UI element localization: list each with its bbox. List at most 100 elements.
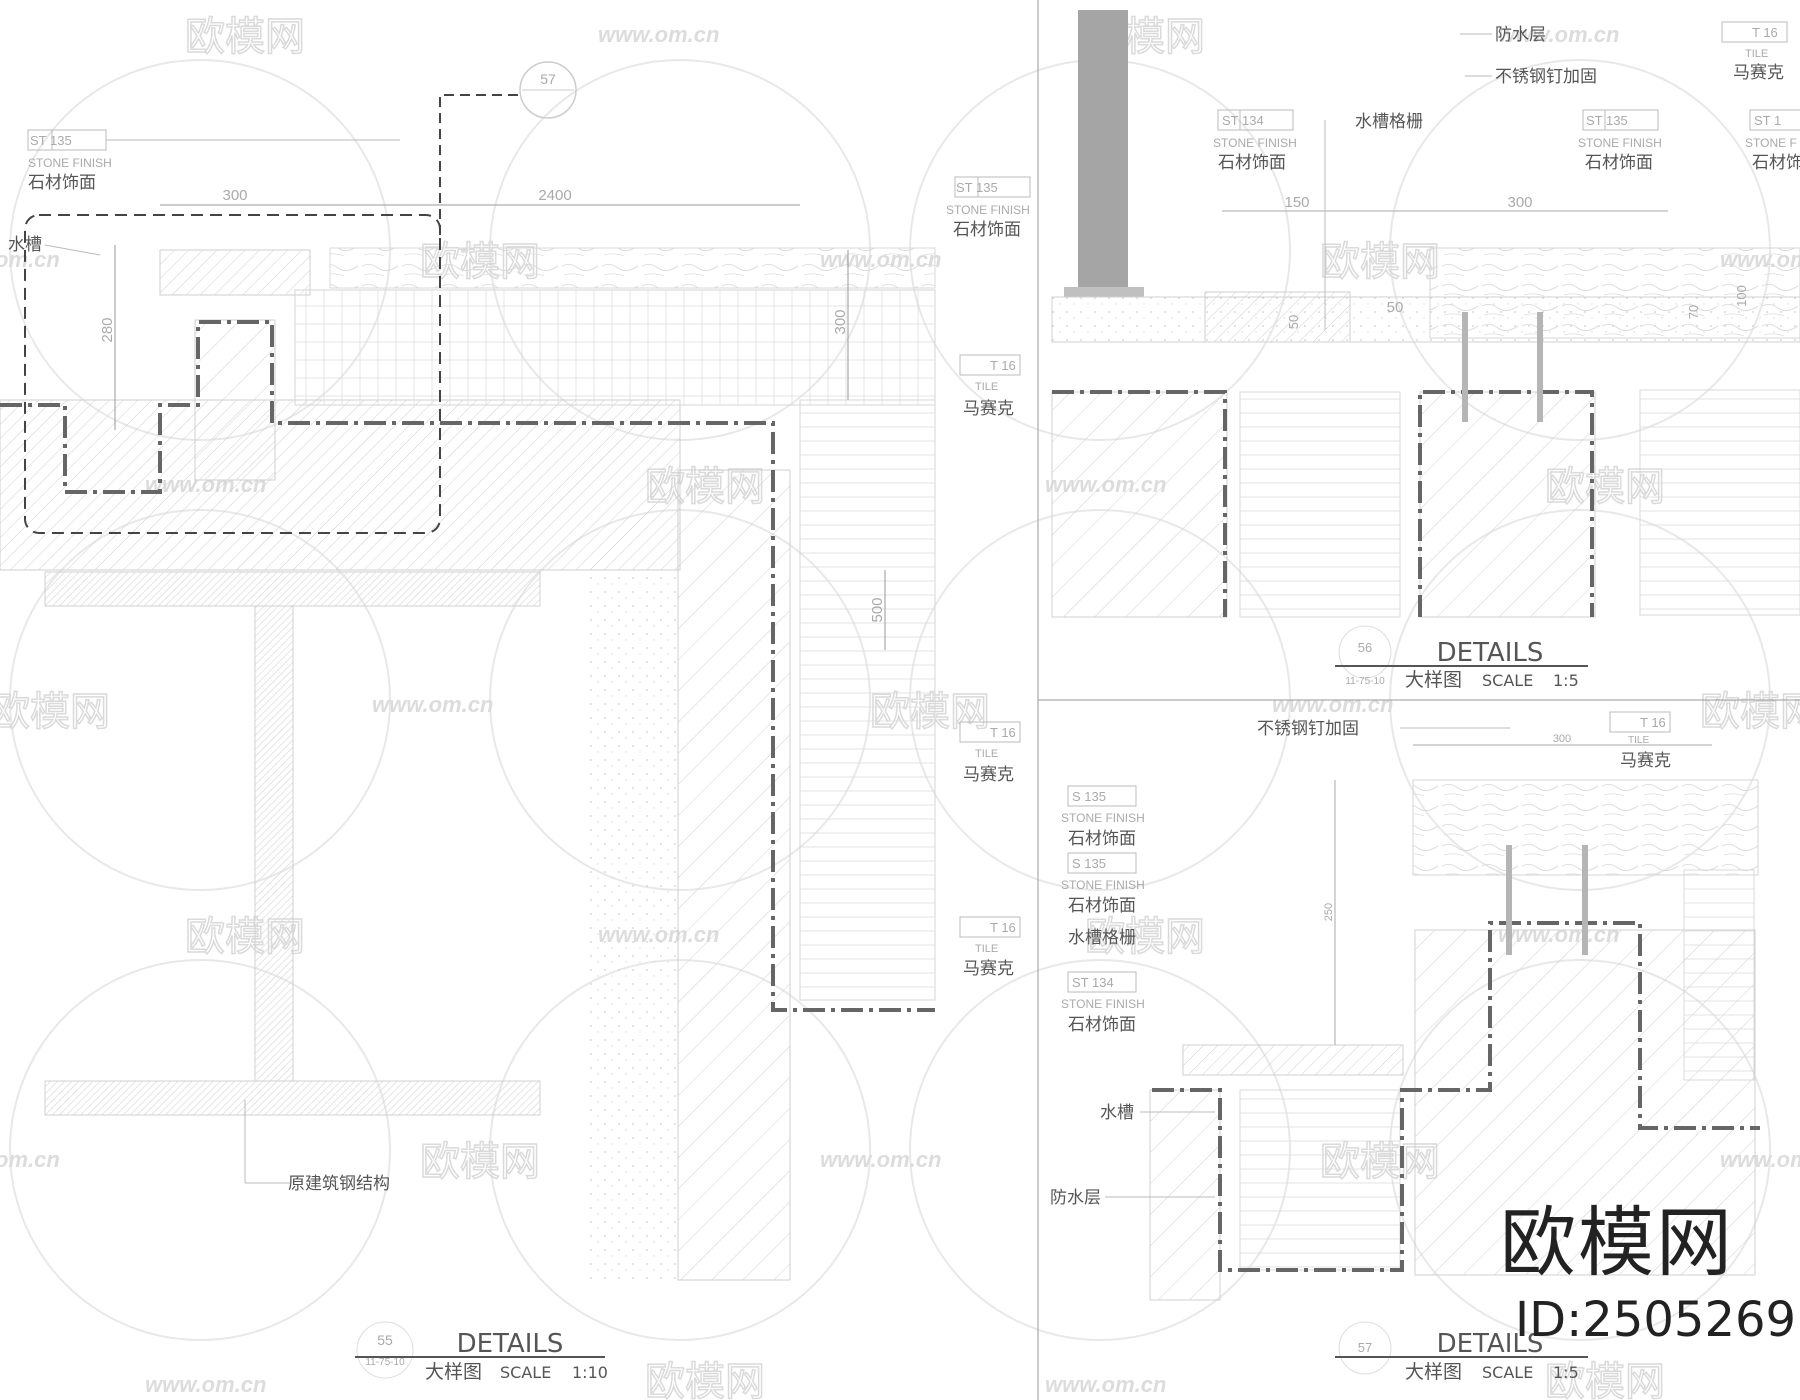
watermark-brand: 欧模网: [420, 1139, 540, 1185]
title-block-left: 55 11-75-10 DETAILS 大样图 SCALE 1:10: [355, 1321, 608, 1383]
steel-pin: [1506, 845, 1512, 955]
watermark-url: www.om.cn: [598, 22, 719, 47]
detail-title: DETAILS: [1437, 1329, 1544, 1359]
tag-tile-code: T 16: [1640, 715, 1666, 730]
dimension-lines: [114, 204, 886, 650]
watermark-brand: 欧模网: [1085, 914, 1205, 960]
waterproof-line: [1152, 921, 1760, 1272]
tag-st135-b-sub: STONE FINISH: [946, 203, 1030, 217]
concrete-left: [1051, 391, 1228, 618]
dimension-50-vertical: 50: [1286, 315, 1301, 329]
tag-st135-a-code: S 135: [1072, 789, 1106, 804]
watermark-url: www.om.cn: [820, 1147, 941, 1172]
label-waterproof: 防水层: [1050, 1188, 1101, 1208]
brand-stamp-name: 欧模网: [1500, 1198, 1734, 1287]
detail-title: DETAILS: [457, 1329, 564, 1359]
callout-bubble: [519, 61, 577, 119]
label-stone-finish-b: 石材饰面: [1068, 896, 1136, 916]
concrete-wall-inner: [590, 570, 680, 1280]
label-mosaic: 马赛克: [1733, 62, 1784, 83]
watermark-url: www.om.cn: [1272, 692, 1393, 717]
tag-st135-a: S 135 STONE FINISH: [1061, 785, 1145, 825]
label-gutter: 水槽: [8, 235, 42, 255]
tag-st135-sub: STONE FINISH: [1578, 136, 1662, 150]
tag-tile-c-sub: TILE: [975, 943, 998, 955]
tag-st-c: ST 1 STONE F: [1745, 109, 1800, 150]
title-bubble-num: 57: [1358, 1340, 1372, 1355]
right-bottom-detail: 300 250 不锈钢钉加固 T 16 TILE 马赛克 S 135 STONE…: [1050, 711, 1760, 1383]
label-stone-finish-b: 石材饰面: [1585, 153, 1653, 173]
watermark-brand: 欧模网: [0, 689, 110, 735]
watermark-url: www.om.cn: [1045, 1372, 1166, 1397]
stone-top: [329, 247, 936, 289]
callout-leader: [439, 94, 520, 235]
title-block-right-top: 56 11-75-10 DETAILS 大样图 SCALE 1:5: [1335, 625, 1588, 691]
tag-tile: T 16 TILE: [1609, 711, 1671, 746]
dimension-300: 300: [1553, 733, 1571, 745]
tag-tile-sub: TILE: [1628, 735, 1649, 746]
title-bubble-num: 55: [377, 1332, 393, 1348]
dimension-280: 280: [99, 317, 116, 342]
callout-box: [24, 214, 441, 534]
dimension-70: 70: [1686, 305, 1701, 319]
label-mosaic-b: 马赛克: [963, 764, 1014, 785]
watermark-brand: 欧模网: [1700, 689, 1800, 735]
label-gutter: 水槽: [1100, 1103, 1134, 1123]
tag-st135-a-code: ST 135: [30, 133, 72, 148]
scale-label: SCALE: [1482, 1363, 1533, 1382]
scale-label: SCALE: [1482, 671, 1533, 690]
label-waterproof: 防水层: [1495, 25, 1546, 45]
tag-st135-a-sub: STONE FINISH: [1061, 811, 1145, 825]
detail-title-cn: 大样图: [1405, 669, 1462, 691]
watermark-url: www.om.cn: [145, 1372, 266, 1397]
tag-st135-b-sub: STONE FINISH: [1061, 878, 1145, 892]
label-stone-finish-c: 石材饰: [1752, 153, 1800, 173]
leader-gutter: [44, 244, 101, 256]
scale-value: 1:10: [572, 1363, 608, 1382]
right-top-detail: 150 300 50 50 70 100 防水层 不锈钢钉加固 水槽格栅 ST …: [1051, 10, 1800, 691]
detail-title: DETAILS: [1437, 638, 1544, 668]
tag-st134-code: ST 134: [1222, 113, 1264, 128]
label-steel-pin: 不锈钢钉加固: [1257, 719, 1359, 739]
tag-tile-a-code: T 16: [990, 358, 1016, 373]
tag-tile-sub: TILE: [1745, 48, 1768, 60]
waterproof-line-right: [1418, 390, 1594, 617]
steel-pin: [1537, 312, 1543, 422]
title-bubble-ref: 11-75-10: [365, 1357, 405, 1368]
title-block-right-bottom: 57 DETAILS 大样图 SCALE 1:5: [1335, 1321, 1588, 1383]
scale-value: 1:5: [1553, 1363, 1579, 1382]
tag-tile-c: T 16 TILE: [959, 916, 1021, 955]
label-gutter-grille: 水槽格栅: [1068, 928, 1136, 948]
tag-tile-code: T 16: [1752, 25, 1778, 40]
dimension-100: 100: [1734, 285, 1749, 307]
tag-tile-b: T 16 TILE: [959, 721, 1021, 760]
label-mosaic-c: 马赛克: [963, 958, 1014, 979]
tag-st134: ST 134 STONE FINISH: [1061, 971, 1145, 1011]
label-stone-finish-b: 石材饰面: [953, 220, 1021, 240]
tag-st135-b-code: S 135: [1072, 856, 1106, 871]
dimension-500: 500: [869, 597, 886, 622]
tag-st135-b: ST 135 STONE FINISH: [946, 176, 1031, 217]
tag-tile-c-code: T 16: [990, 920, 1016, 935]
label-stone-finish-c: 石材饰面: [1068, 1015, 1136, 1035]
watermark-brand: 欧模网: [185, 14, 305, 60]
coping: [1182, 1044, 1404, 1076]
tag-st-c-sub: STONE F: [1745, 136, 1797, 150]
concrete-mass-left: [1149, 1089, 1221, 1301]
watermark-url: om.cn: [0, 247, 60, 272]
tag-st135-b: S 135 STONE FINISH: [1061, 852, 1145, 892]
tag-st135-a: ST 135 STONE FINISH: [27, 129, 400, 170]
tag-st135-code: ST 135: [1586, 113, 1628, 128]
tag-st134: ST 134 STONE FINISH: [1213, 109, 1297, 150]
tag-tile-a-sub: TILE: [975, 381, 998, 393]
steel-i-beam: [44, 571, 541, 1116]
stone-top-left: [1204, 291, 1351, 343]
tag-tile-a: T 16 TILE: [959, 354, 1021, 393]
gutter-block: [194, 319, 276, 481]
stone-coping: [159, 249, 311, 296]
tag-st135-b-code: ST 135: [956, 180, 998, 195]
tile-edge: [1683, 869, 1755, 1081]
column-base: [1064, 287, 1144, 297]
watermark-url: www.om.cn: [1498, 22, 1619, 47]
detail-title-cn: 大样图: [1405, 1361, 1462, 1383]
